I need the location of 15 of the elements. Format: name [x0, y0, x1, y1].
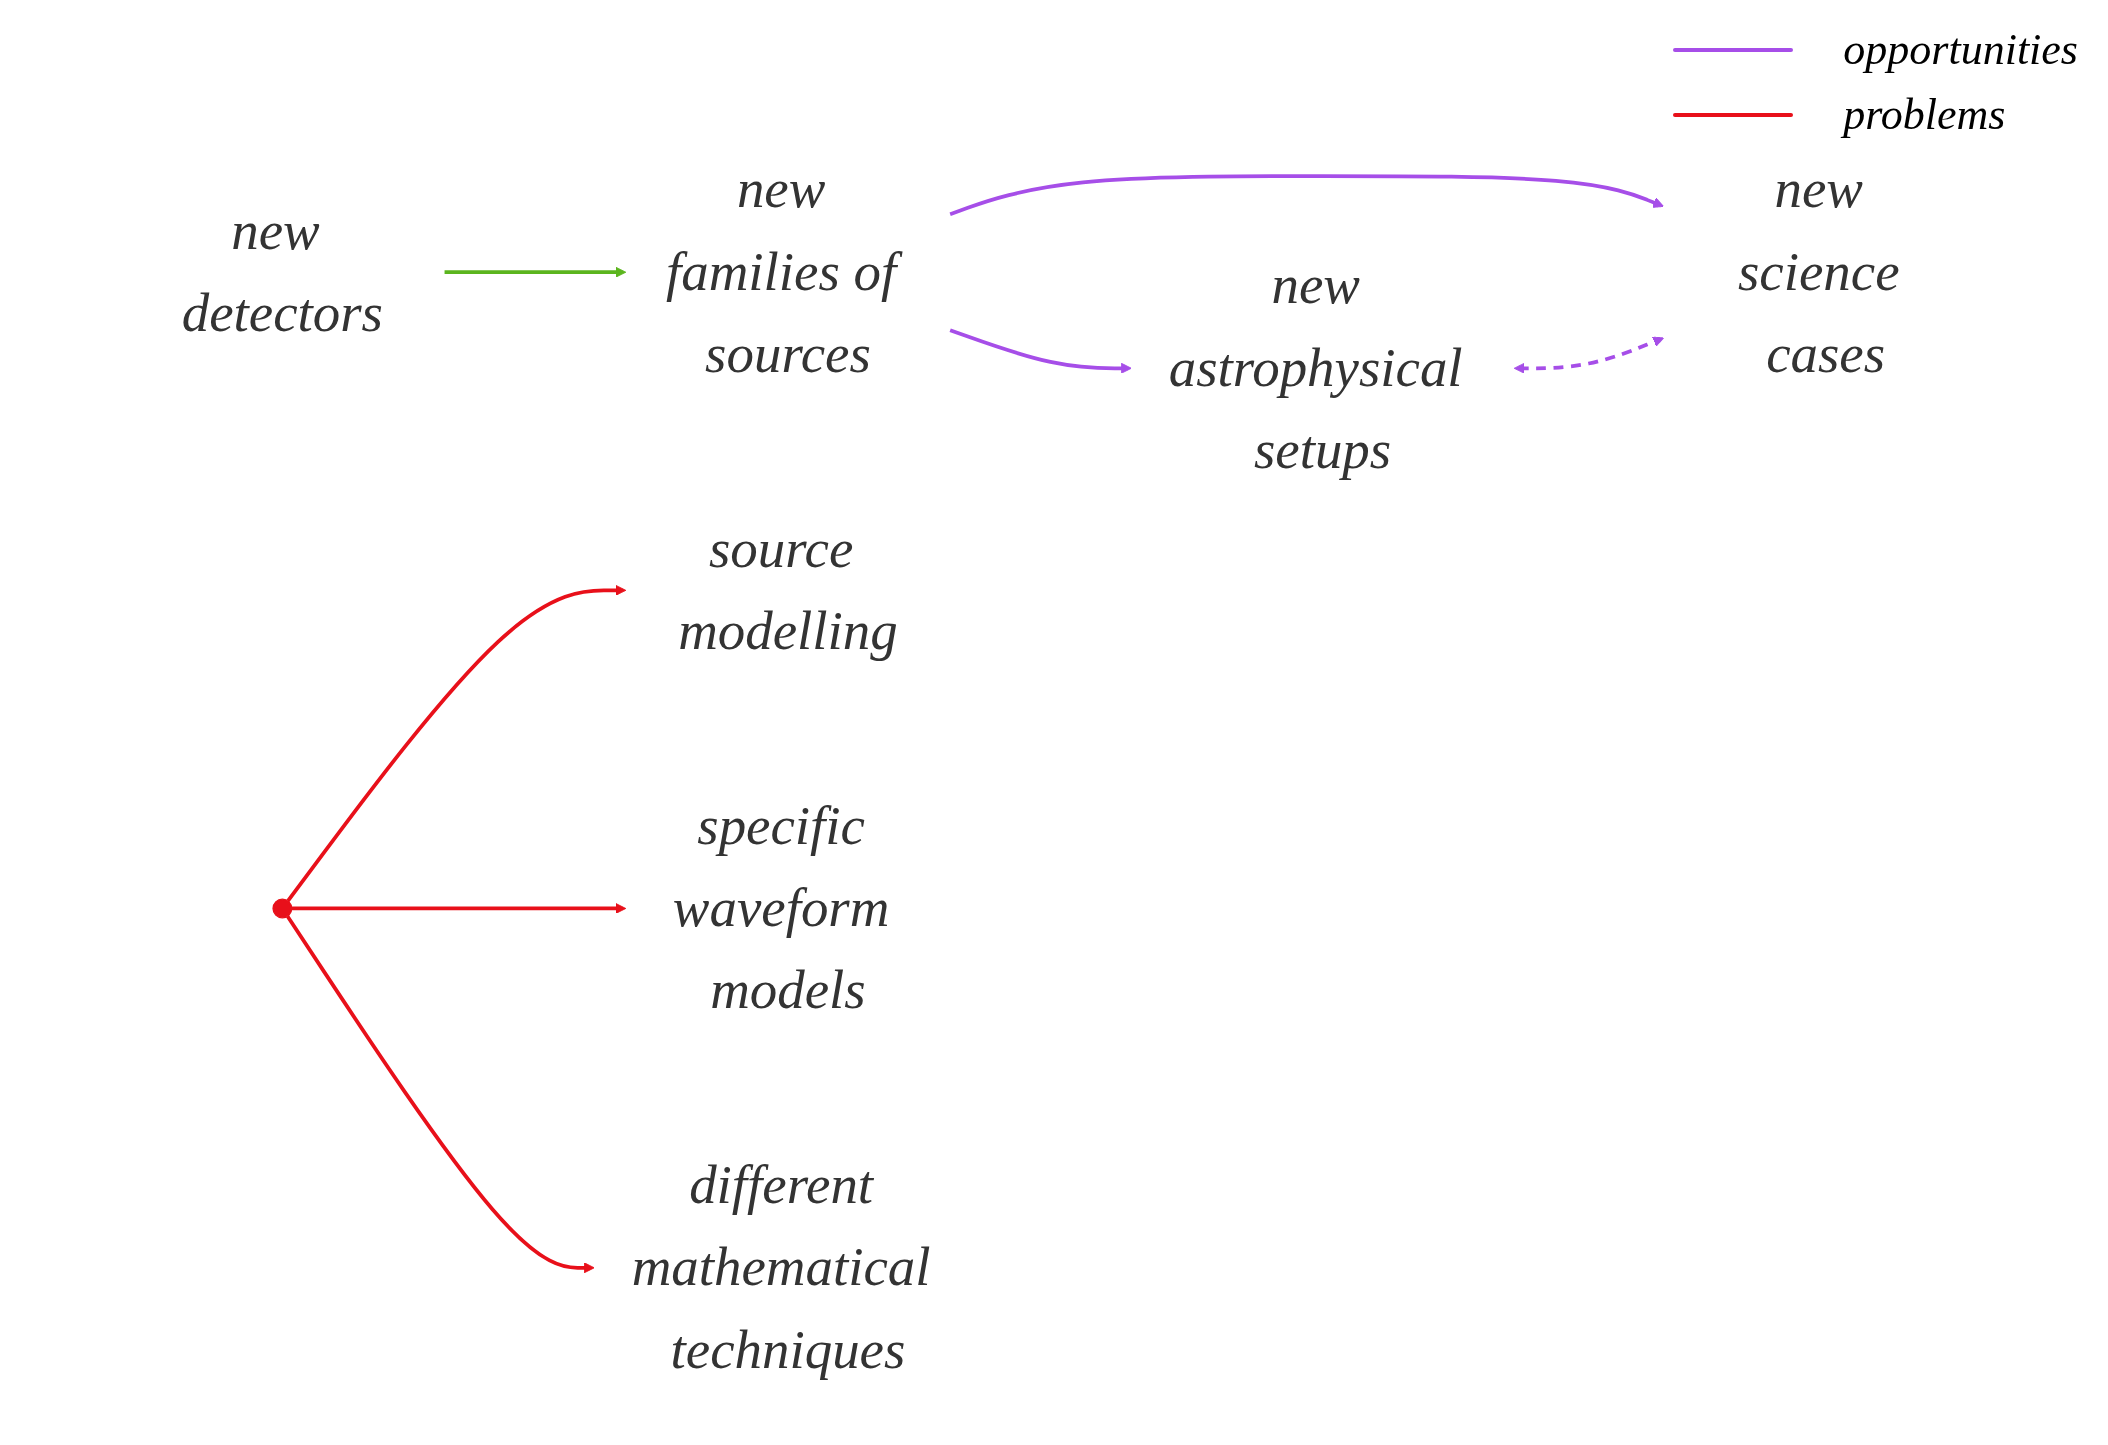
arrow [291, 903, 627, 914]
arrow [444, 266, 627, 278]
node-text: specific waveform models [672, 794, 890, 1021]
node-text: new detectors [181, 199, 383, 344]
node-circle [272, 898, 293, 919]
node-text: new science cases [1738, 158, 1900, 385]
node-text: source modelling [678, 517, 898, 662]
arrow [1513, 336, 1664, 374]
node-text: new astrophysical setups [1168, 254, 1463, 481]
arrow [949, 174, 1664, 216]
arrow [949, 328, 1132, 374]
arrow [286, 584, 627, 903]
legend-text: opportunities [1843, 24, 2078, 75]
arrow [285, 915, 595, 1274]
node-text: different mathematical techniques [631, 1154, 931, 1381]
